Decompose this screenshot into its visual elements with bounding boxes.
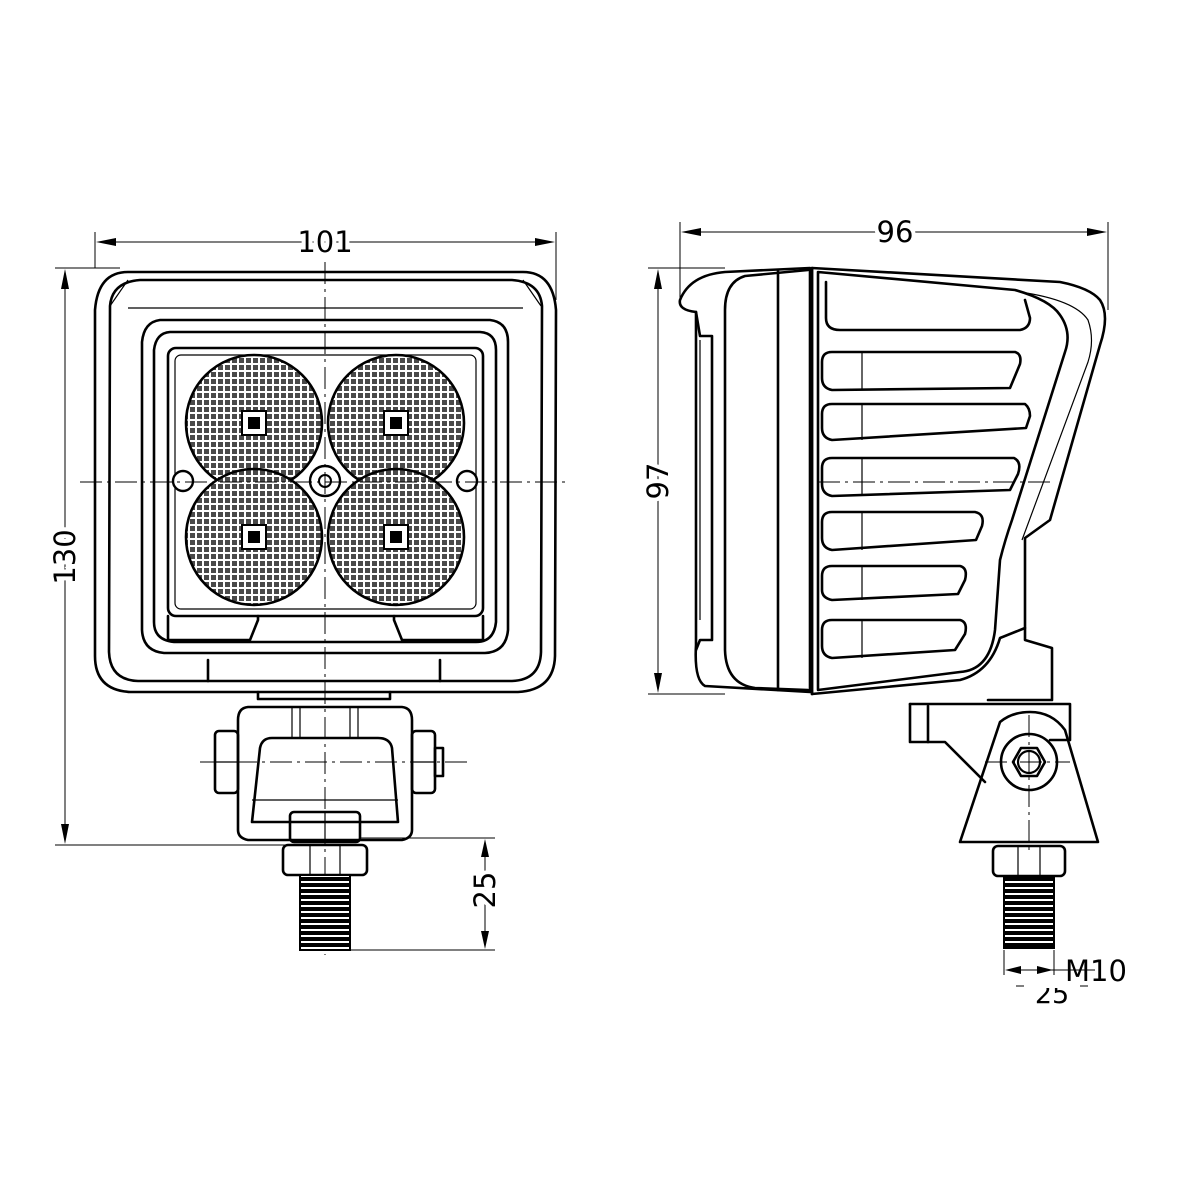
front-housing-outer — [93, 270, 558, 694]
dimension-depth-96: 96 — [679, 211, 1109, 310]
dim-label-101: 101 — [297, 225, 352, 259]
dim-label-96: 96 — [877, 215, 914, 249]
dimension-width-101: 101 — [94, 221, 557, 300]
front-bezel-inner — [152, 330, 498, 644]
side-housing — [810, 266, 1107, 696]
top-bevel-left — [109, 279, 129, 307]
dim-label-130: 130 — [48, 529, 82, 584]
front-view: 101 130 25 — [44, 221, 570, 955]
led-emitters — [241, 410, 409, 550]
bezel-tab-left — [166, 614, 260, 642]
dimension-height-97: 97 — [637, 267, 725, 695]
dimension-stud-25: 25 — [350, 837, 506, 951]
side-mount-bracket — [908, 626, 1100, 949]
right-screw-icon — [455, 469, 479, 493]
front-bezel — [140, 318, 510, 655]
cooling-fins — [820, 280, 1032, 660]
front-housing-rim — [107, 278, 544, 683]
dimension-height-130: 130 — [44, 267, 290, 846]
front-mount-bracket — [200, 658, 470, 951]
bezel-tab-right — [392, 614, 485, 642]
top-bevel-right — [522, 279, 542, 307]
side-view: 96 97 M10 25 — [637, 211, 1127, 1010]
dim-label-97: 97 — [641, 463, 675, 500]
dim-label-25: 25 — [468, 872, 502, 909]
dimension-thread-m10: M10 25 — [1003, 950, 1127, 1010]
left-screw-icon — [171, 469, 195, 493]
side-bezel — [678, 266, 812, 694]
